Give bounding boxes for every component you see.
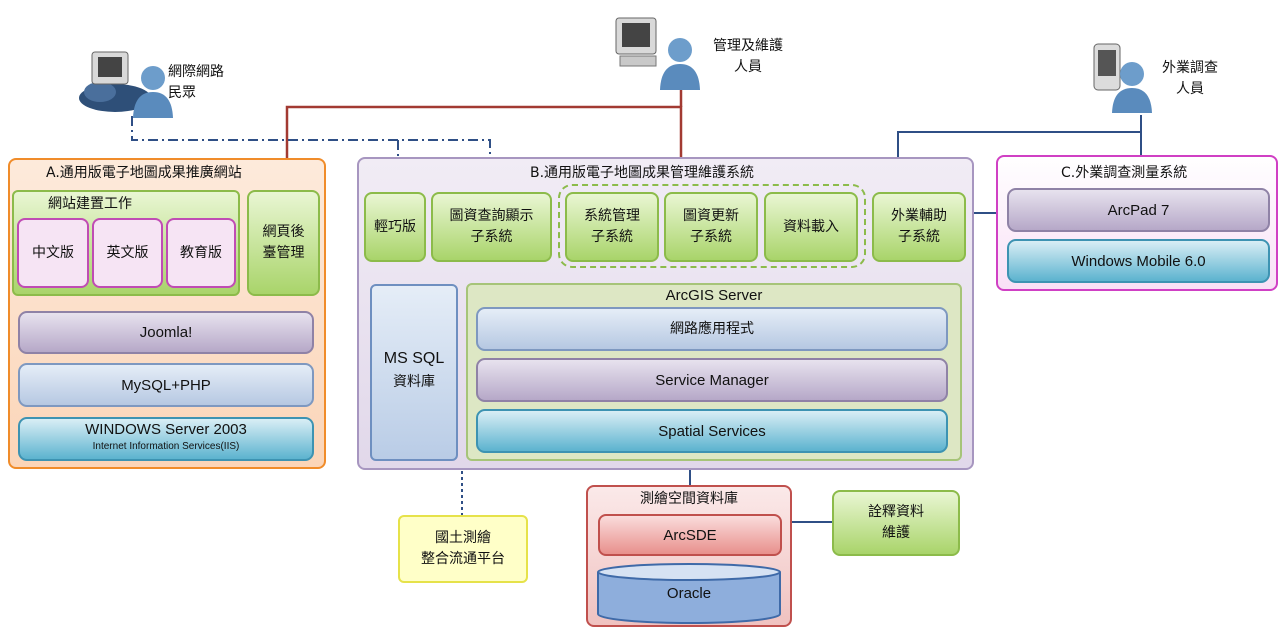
windows-mobile-box: Windows Mobile 6.0 bbox=[1007, 239, 1270, 283]
site-work-label: 網站建置工作 bbox=[48, 196, 132, 212]
spatial-database-title: 測繪空間資料庫 bbox=[640, 491, 738, 507]
backend-admin: 網頁後 臺管理 bbox=[247, 190, 320, 296]
windows-server-label: WINDOWS Server 2003 bbox=[85, 421, 247, 438]
admin-user-icon bbox=[612, 10, 707, 90]
arcsde-box: ArcSDE bbox=[598, 514, 782, 556]
windows-server-box bbox=[18, 417, 314, 461]
version-english: 英文版 bbox=[92, 218, 163, 288]
data-load: 資料載入 bbox=[764, 192, 858, 262]
arcpad-box: ArcPad 7 bbox=[1007, 188, 1270, 232]
red-connector bbox=[285, 105, 683, 192]
joomla-box: Joomla! bbox=[18, 311, 314, 354]
iis-label: Internet Information Services(IIS) bbox=[92, 441, 240, 452]
mysql-php-box: MySQL+PHP bbox=[18, 363, 314, 407]
version-chinese: 中文版 bbox=[17, 218, 89, 288]
metadata-maintenance: 詮釋資料 維護 bbox=[832, 490, 960, 556]
panel-c-title: C.外業調查測量系統 bbox=[1061, 165, 1188, 181]
service-manager-box: Service Manager bbox=[476, 358, 948, 402]
panel-b-title: B.通用版電子地圖成果管理維護系統 bbox=[530, 165, 755, 181]
lite-version: 輕巧版 bbox=[364, 192, 426, 262]
spatial-services-box: Spatial Services bbox=[476, 409, 948, 453]
oracle-cylinder bbox=[597, 563, 781, 624]
oracle-label: Oracle bbox=[666, 585, 712, 602]
maintenance-group bbox=[558, 184, 866, 268]
version-education: 教育版 bbox=[166, 218, 236, 288]
national-platform: 國土測繪 整合流通平台 bbox=[398, 515, 528, 583]
public-user-label: 網際網路 民眾 bbox=[168, 64, 224, 101]
map-query-subsystem: 圖資查詢顯示 子系統 bbox=[431, 192, 552, 262]
system-admin-subsystem: 系統管理 子系統 bbox=[565, 192, 659, 262]
field-user-label: 外業調查 人員 bbox=[1162, 60, 1218, 97]
ms-sql-label: MS SQL bbox=[383, 350, 445, 367]
field-user-icon bbox=[1088, 38, 1158, 113]
field-aid-subsystem: 外業輔助 子系統 bbox=[872, 192, 966, 262]
public-user-icon bbox=[70, 40, 180, 120]
admin-user-label: 管理及維護 人員 bbox=[713, 38, 783, 75]
ms-sql-db bbox=[370, 284, 458, 461]
web-application-box: 網路應用程式 bbox=[476, 307, 948, 351]
ms-sql-db-label: 資料庫 bbox=[393, 374, 435, 390]
map-update-subsystem: 圖資更新 子系統 bbox=[664, 192, 758, 262]
panel-a-title: A.通用版電子地圖成果推廣網站 bbox=[46, 165, 242, 181]
arcgis-server-label: ArcGIS Server bbox=[665, 287, 763, 304]
